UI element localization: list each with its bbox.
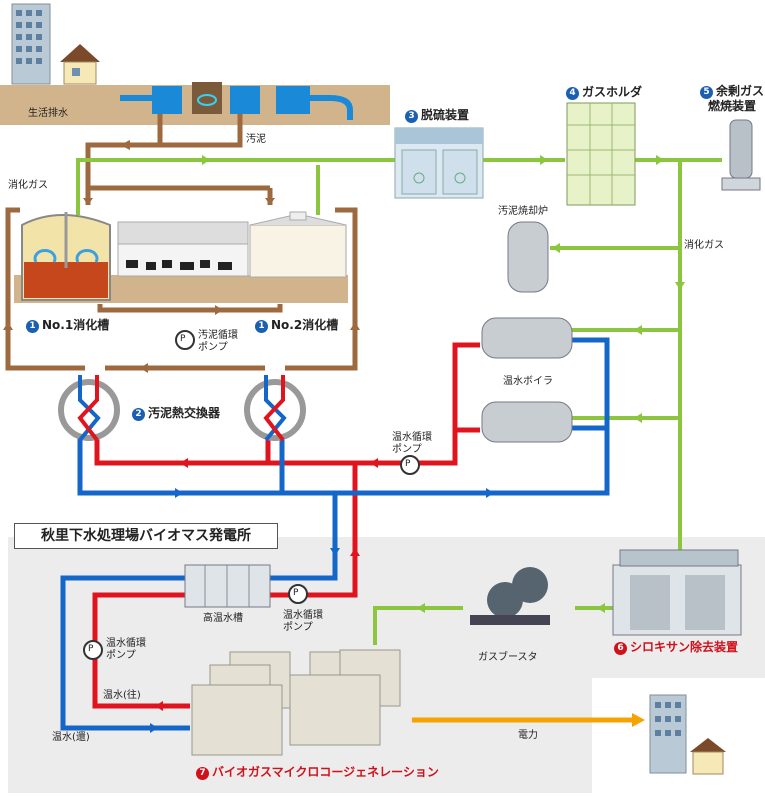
building-icon-bottom bbox=[649, 694, 687, 774]
gas-lines bbox=[76, 158, 722, 645]
gas-holder-graphic bbox=[566, 102, 636, 206]
hot-water-boiler-2 bbox=[481, 401, 573, 443]
cogeneration-units bbox=[191, 649, 401, 756]
hot-water-boiler-1 bbox=[481, 317, 573, 359]
control-building bbox=[117, 221, 249, 277]
desulfurizer-graphic bbox=[394, 127, 484, 199]
sludge-label: 汚泥 bbox=[246, 134, 266, 145]
pump-hot-upper bbox=[400, 455, 420, 475]
house-icon-bottom bbox=[690, 738, 726, 775]
surplus-gas-burner-graphic bbox=[721, 119, 761, 191]
hot-tank-label: 高温水槽 bbox=[203, 613, 243, 624]
hot-water-pump-mid-label: 温水循環 ポンプ bbox=[283, 610, 323, 633]
pump-hot-left-symbol: P bbox=[88, 644, 94, 654]
pump-sludge-symbol: P bbox=[180, 334, 186, 344]
heat-exchanger-1 bbox=[58, 375, 120, 442]
pump-hot-left bbox=[83, 640, 103, 660]
hot-water-pump-upper-label: 温水循環 ポンプ bbox=[392, 432, 432, 455]
treatment-tanks bbox=[120, 82, 353, 120]
digestion-gas-label-left: 消化ガス bbox=[8, 180, 48, 191]
hot-water-out-label: 温水(往) bbox=[103, 690, 141, 701]
domestic-wastewater-label: 生活排水 bbox=[28, 108, 68, 119]
hot-water-return-label: 温水(還) bbox=[52, 732, 90, 743]
water-arrows bbox=[150, 458, 494, 733]
hot-water-pump-left-label: 温水循環 ポンプ bbox=[106, 638, 146, 661]
power-arrow bbox=[632, 713, 645, 727]
sludge-incinerator-label: 汚泥焼却炉 bbox=[498, 206, 548, 217]
digestion-gas-label-right: 消化ガス bbox=[684, 240, 724, 251]
power-label: 電力 bbox=[518, 730, 538, 741]
pump-hot-upper-symbol: P bbox=[405, 459, 411, 469]
sludge-circulation-pump-label: 汚泥循環 ポンプ bbox=[198, 330, 238, 353]
siloxane-removal-graphic bbox=[612, 549, 742, 636]
hot-tank-graphic bbox=[184, 564, 271, 608]
sludge-arrows bbox=[3, 140, 360, 373]
gas-booster-graphic bbox=[470, 567, 550, 625]
plant-title: 秋里下水処理場バイオマス発電所 bbox=[14, 523, 278, 549]
building-icon bbox=[11, 3, 51, 85]
hot-water-boiler-label: 温水ボイラ bbox=[503, 376, 553, 387]
digester-2-graphic bbox=[249, 211, 347, 278]
gas-booster-label: ガスブースタ bbox=[478, 652, 538, 663]
gas-arrows bbox=[202, 155, 685, 613]
heat-exchanger-2 bbox=[244, 375, 306, 442]
sludge-incinerator-graphic bbox=[507, 221, 549, 293]
pump-sludge bbox=[175, 330, 195, 350]
pump-hot-mid-symbol: P bbox=[293, 588, 299, 598]
house-icon bbox=[60, 44, 100, 85]
digester-1-graphic bbox=[21, 212, 111, 301]
pump-hot-mid bbox=[288, 584, 308, 604]
